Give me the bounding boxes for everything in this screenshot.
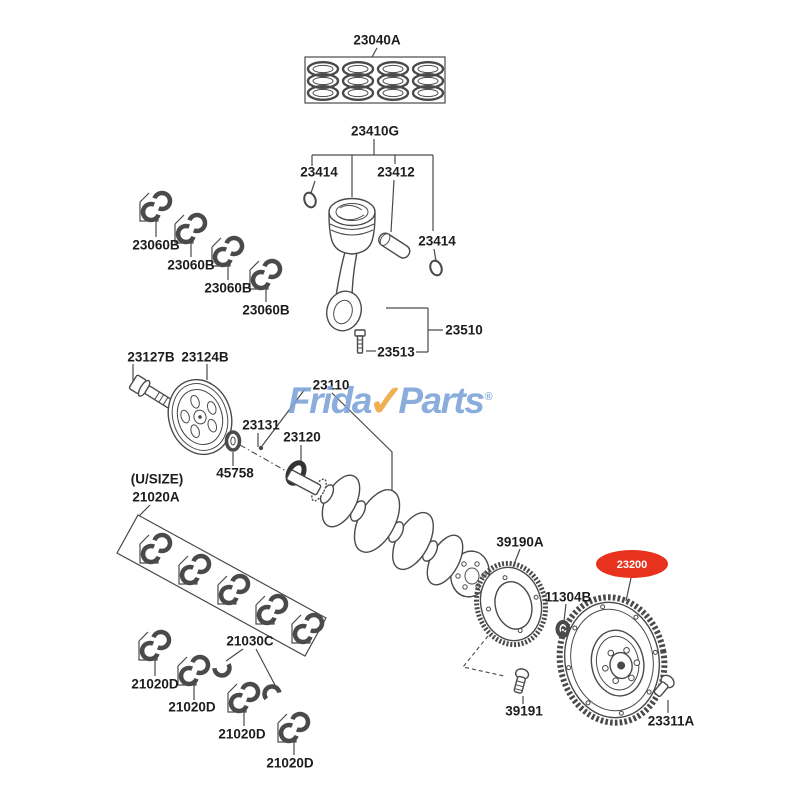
check-swoosh-icon: ✓ xyxy=(367,377,405,426)
key-washer-drawing xyxy=(224,430,242,452)
ring-gear-drawing xyxy=(473,560,549,648)
snap-ring-icon xyxy=(303,191,317,209)
main-bearing-box xyxy=(116,514,327,657)
rod-bolt-drawing xyxy=(354,329,366,354)
connecting-rod-drawing xyxy=(325,251,363,332)
snap-ring-icon xyxy=(429,259,443,277)
ring-gear-bolt-drawing xyxy=(513,668,530,694)
flywheel-bolt-drawing xyxy=(653,674,675,697)
watermark-text-frida: Frida xyxy=(288,380,372,421)
watermark-logo: Frida✓Parts® xyxy=(288,377,493,424)
piston-pin-drawing xyxy=(378,232,411,259)
bearing-icons-upper xyxy=(140,191,282,291)
highlight-label: 23200 xyxy=(617,559,648,571)
thrust-washer-icons xyxy=(212,658,283,705)
flywheel-drawing xyxy=(556,594,668,726)
piston-drawing xyxy=(328,197,376,255)
pulley-drawing xyxy=(167,378,233,456)
leader-lines xyxy=(132,47,669,755)
piston-rings-box xyxy=(304,56,446,104)
watermark-text-parts: Parts xyxy=(398,380,485,421)
registered-trademark-icon: ® xyxy=(484,390,493,403)
highlight-oval: 23200 xyxy=(596,550,668,578)
crankshaft-drawing xyxy=(286,469,490,598)
bearing-icons-lower xyxy=(139,630,310,744)
